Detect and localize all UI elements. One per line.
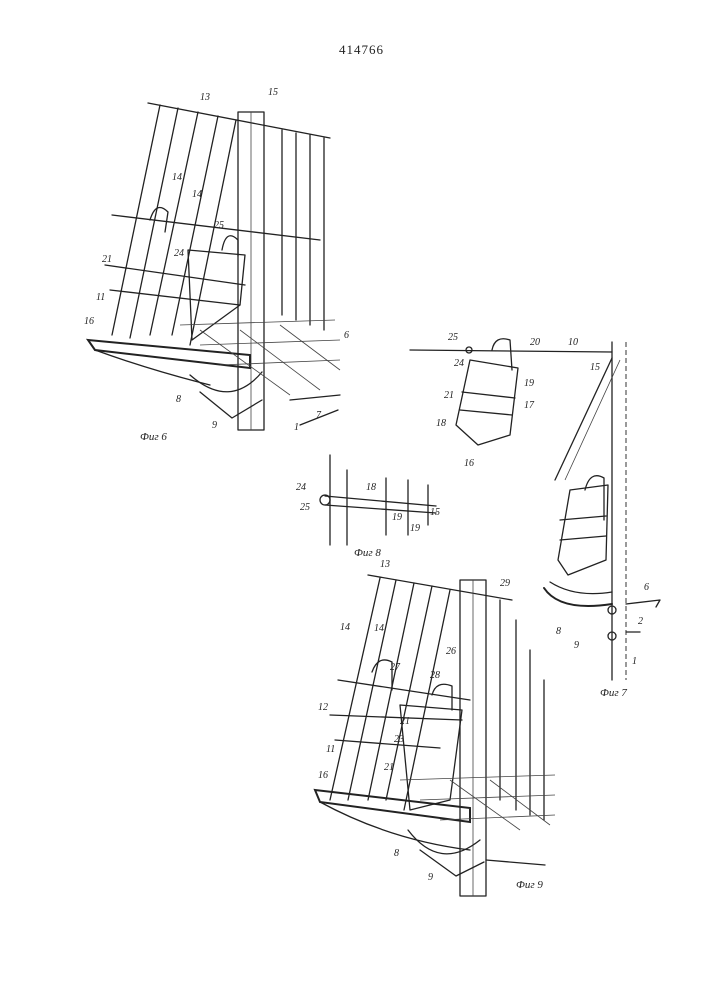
- fig9-label: 12: [318, 702, 328, 713]
- fig6-label: 14: [172, 172, 182, 183]
- figure-8: 24 18 25 19 15 19 Фиг 8: [296, 455, 440, 559]
- fig6-label: 8: [176, 394, 181, 405]
- fig6-label: 13: [200, 92, 210, 103]
- fig6-label: 24: [174, 248, 184, 259]
- fig7-label: 16: [464, 458, 474, 469]
- fig6-label: 9: [212, 420, 217, 431]
- fig7-label: 18: [436, 418, 446, 429]
- fig6-label: 14: [192, 189, 202, 200]
- fig8-label: 25: [300, 502, 310, 513]
- fig7-label: 6: [644, 582, 649, 593]
- fig9-label: 28: [430, 670, 440, 681]
- fig7-label: 2: [638, 616, 643, 627]
- figure-6-caption: Фиг 6: [140, 431, 167, 443]
- fig6-label: 6: [344, 330, 349, 341]
- figure-9-caption: Фиг 9: [516, 879, 543, 891]
- fig8-label: 15: [430, 507, 440, 518]
- fig9-label: 29: [500, 578, 510, 589]
- fig9-label: 23: [394, 734, 404, 745]
- fig7-label: 9: [574, 640, 579, 651]
- fig7-label: 19: [524, 378, 534, 389]
- fig7-label: 17: [524, 400, 535, 411]
- fig8-label: 24: [296, 482, 306, 493]
- fig7-label: 8: [556, 626, 561, 637]
- fig6-label: 21: [102, 254, 112, 265]
- fig8-label: 19: [392, 512, 402, 523]
- fig7-label: 21: [444, 390, 454, 401]
- fig6-label: 11: [96, 292, 105, 303]
- fig9-label: 27: [390, 662, 401, 673]
- fig9-label: 14: [340, 622, 350, 633]
- figure-9: 13 29 14 14 26 27 28 12 21 11 23 21 16 8…: [315, 559, 555, 896]
- figure-8-caption: Фиг 8: [354, 547, 381, 559]
- fig6-label: 16: [84, 316, 94, 327]
- fig7-label: 10: [568, 337, 578, 348]
- fig6-label: 7: [316, 410, 322, 421]
- fig9-label: 9: [428, 872, 433, 883]
- fig8-label: 19: [410, 523, 420, 534]
- fig7-label: 25: [448, 332, 458, 343]
- fig6-label: 1: [294, 422, 299, 433]
- figure-6: 13 15 14 14 25 24 21 11 16 6 8 9 1 7 Фиг…: [84, 87, 349, 443]
- fig6-label: 15: [268, 87, 278, 98]
- figure-7: 25 20 10 24 15 19 21 17 18 16 6 2 8 9 1 …: [410, 332, 660, 699]
- fig9-label: 16: [318, 770, 328, 781]
- fig6-label: 25: [214, 220, 224, 231]
- fig7-label: 1: [632, 656, 637, 667]
- fig9-label: 21: [384, 762, 394, 773]
- fig9-label: 26: [446, 646, 456, 657]
- fig9-label: 8: [394, 848, 399, 859]
- figure-7-caption: Фиг 7: [600, 687, 627, 699]
- fig9-label: 13: [380, 559, 390, 570]
- fig8-label: 18: [366, 482, 376, 493]
- fig9-label: 14: [374, 623, 384, 634]
- fig7-label: 24: [454, 358, 464, 369]
- fig7-label: 20: [530, 337, 540, 348]
- fig7-label: 15: [590, 362, 600, 373]
- fig9-label: 11: [326, 744, 335, 755]
- fig9-label: 21: [400, 716, 410, 727]
